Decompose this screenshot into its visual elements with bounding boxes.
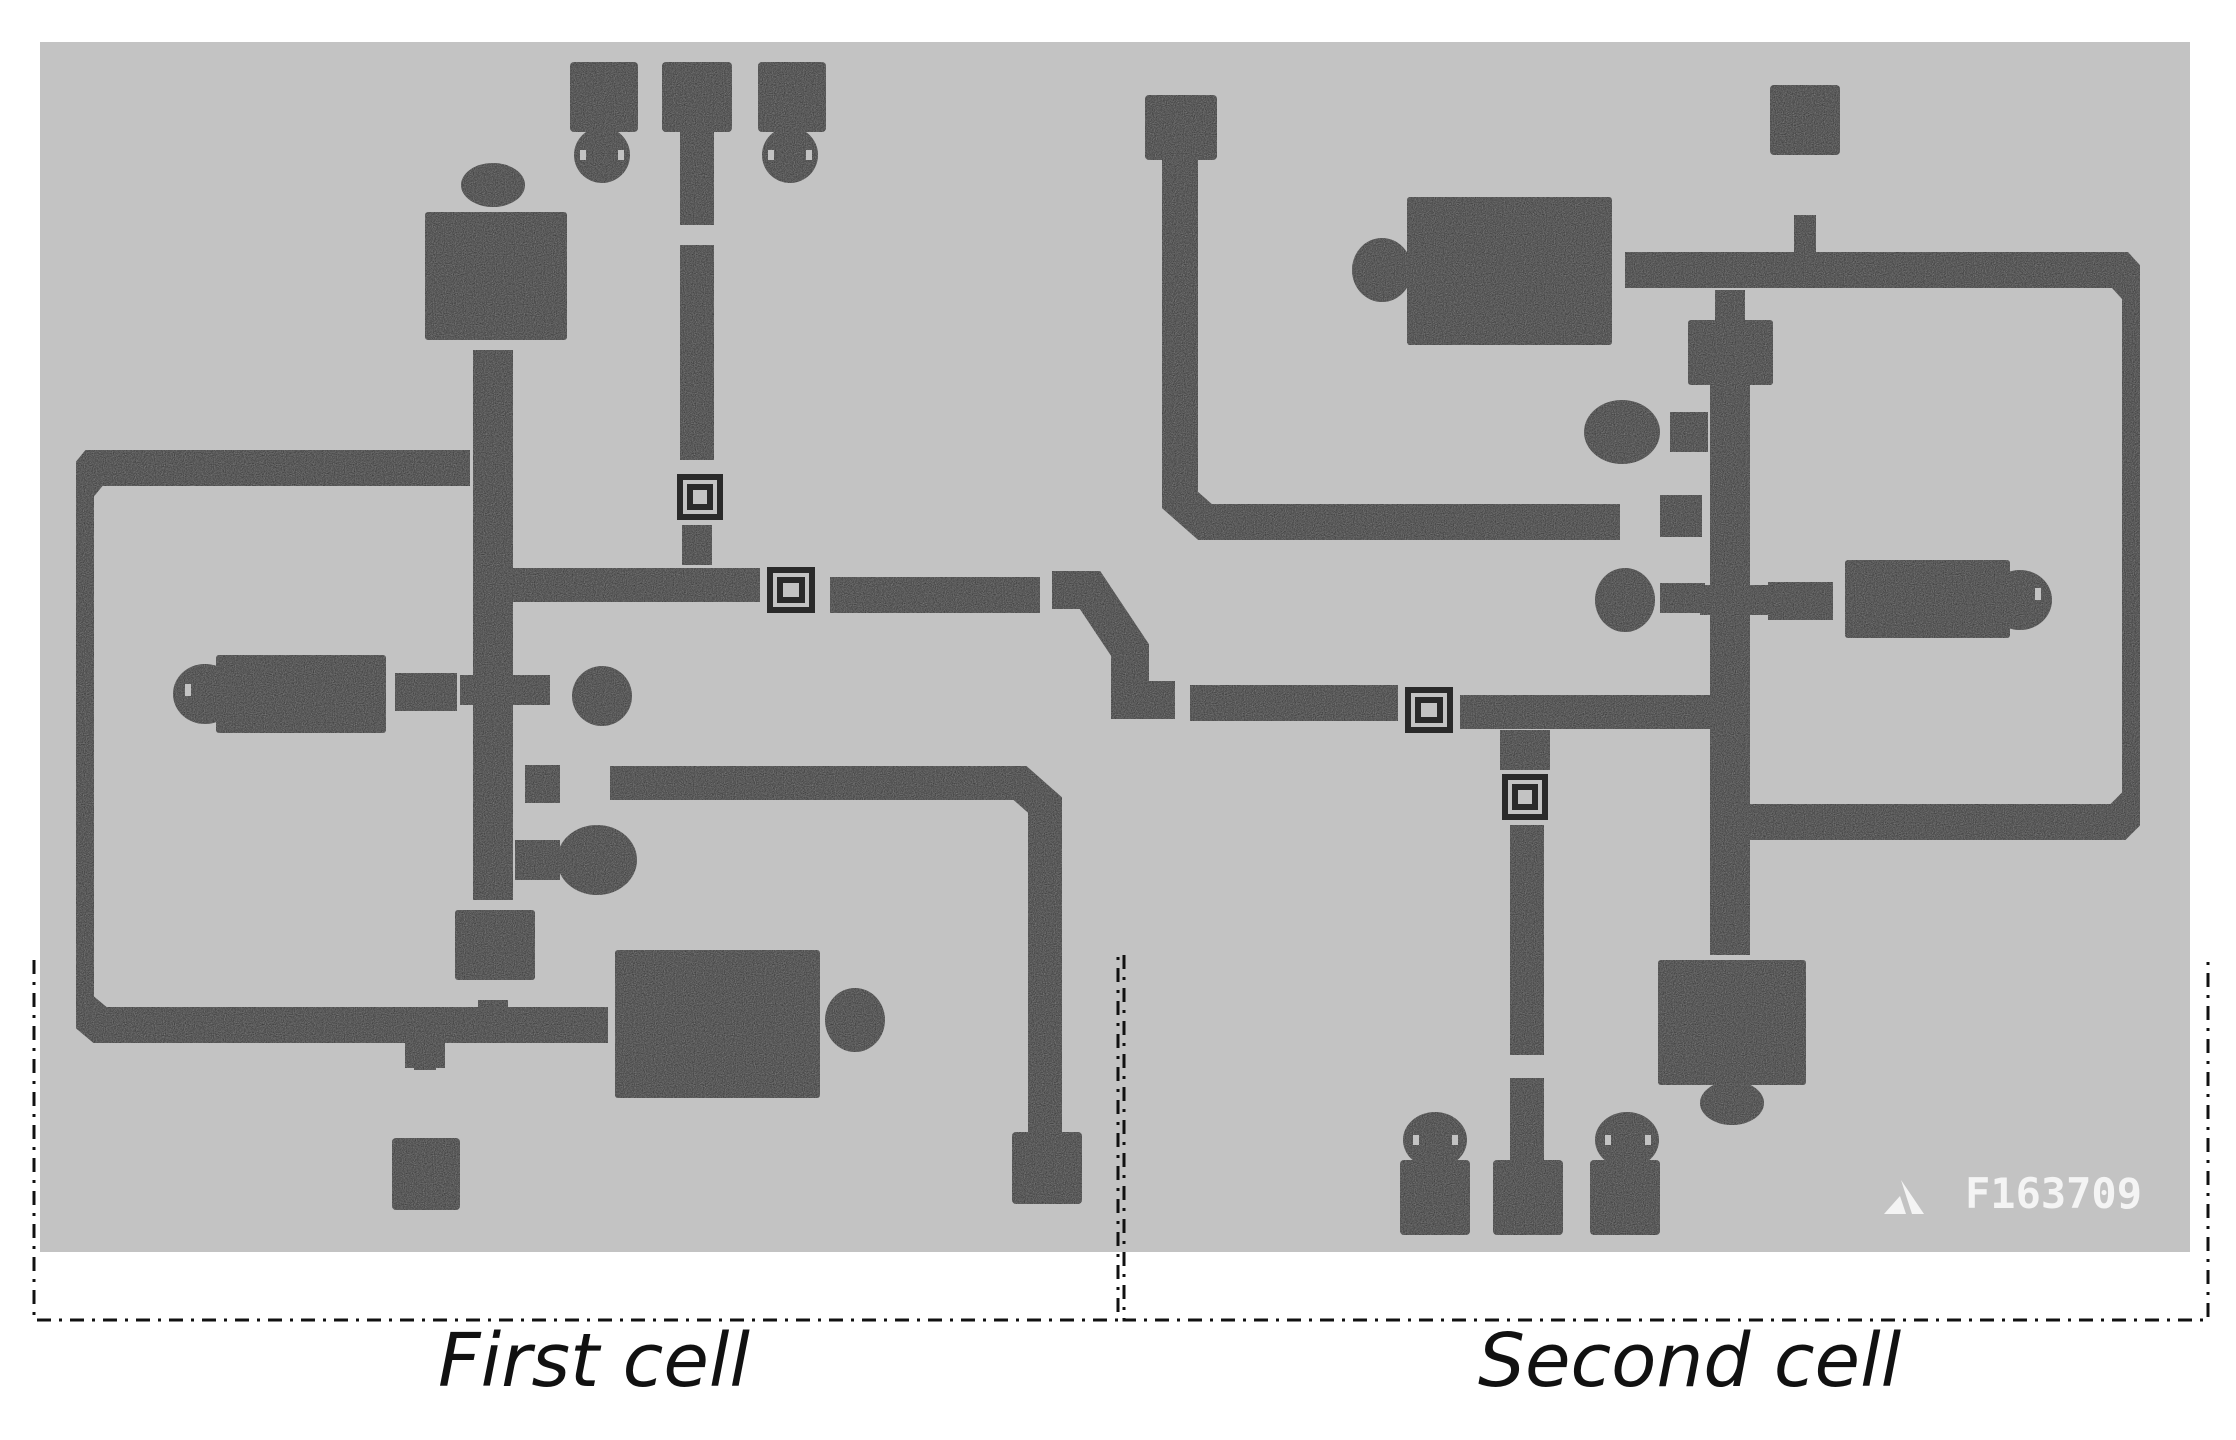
dc-pad	[1400, 1160, 1470, 1235]
mim-capacitor	[1407, 197, 1612, 345]
dc-pad	[758, 62, 826, 132]
transistor	[460, 675, 550, 705]
feedback-loop-right	[1625, 252, 2158, 840]
mim-capacitor	[1845, 560, 2010, 638]
transistor	[1700, 585, 1768, 615]
mim-capacitor	[425, 212, 567, 340]
second-cell-caption: Second cell	[1478, 1318, 1902, 1404]
dc-pad	[392, 1138, 460, 1210]
manufacturer-logo-icon	[1884, 1180, 1924, 1214]
mim-capacitor	[615, 950, 820, 1098]
rf-pad	[1012, 1132, 1082, 1204]
feedback-loop-left	[58, 450, 608, 1043]
rf-pad	[1145, 95, 1217, 160]
dc-pad	[1590, 1160, 1660, 1235]
first-cell-bracket	[32, 955, 1120, 1322]
first-cell-caption: First cell	[438, 1318, 750, 1404]
interstage-bend	[1052, 571, 1175, 719]
dc-pad	[1770, 85, 1840, 155]
spiral-inductor	[677, 474, 1548, 820]
input-line-right	[1162, 120, 1620, 540]
mim-capacitor	[1658, 960, 1806, 1085]
dc-pad	[1493, 1160, 1563, 1235]
mim-capacitor	[455, 910, 535, 980]
output-line-left	[610, 766, 1062, 1140]
dc-pad	[570, 62, 638, 132]
mim-capacitor	[1688, 320, 1773, 385]
mim-capacitor	[216, 655, 386, 733]
dc-pad	[662, 62, 732, 132]
chip-marking: F163709	[1965, 1169, 2142, 1218]
